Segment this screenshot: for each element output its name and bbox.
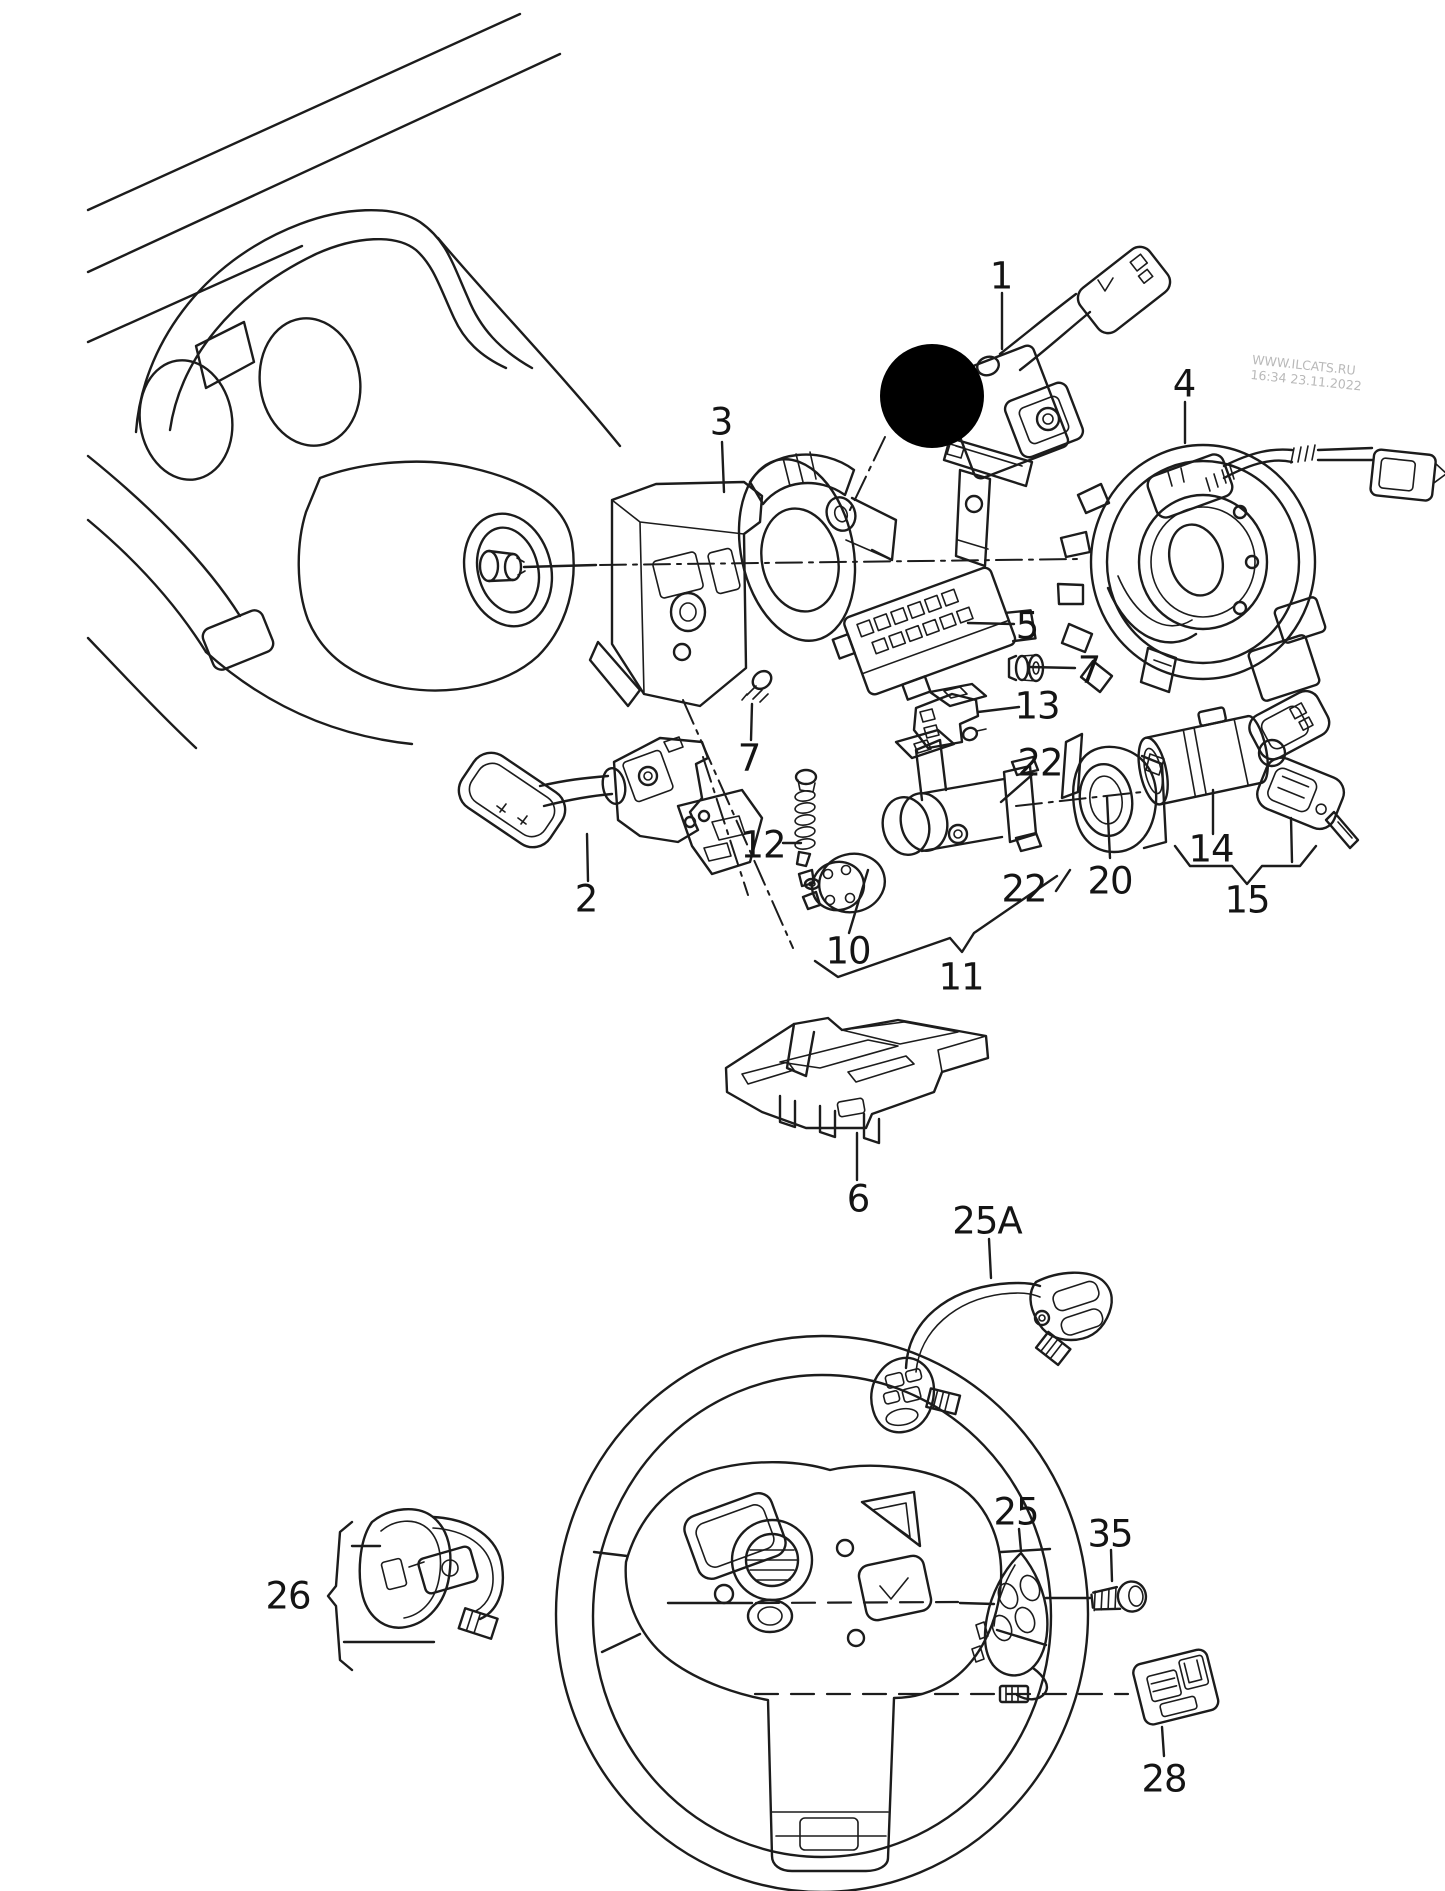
part-5-electronic-module: [831, 566, 1037, 701]
connector-plug: [1369, 448, 1445, 502]
part-label-22-upper[interactable]: 22: [1017, 741, 1063, 785]
part-2-wiper-switch: [457, 736, 764, 876]
part-label-4[interactable]: 4: [1172, 362, 1197, 406]
vent: [194, 320, 256, 390]
part-label-12[interactable]: 12: [740, 823, 786, 867]
part-15-keys: [1248, 689, 1360, 850]
part-28-connector: [1132, 1648, 1220, 1726]
part-label-7-right[interactable]: 7: [1077, 648, 1102, 692]
part-35-screw: [1090, 1580, 1148, 1613]
part-label-7-left[interactable]: 7: [737, 736, 762, 780]
part-26-bracket: [358, 1508, 505, 1640]
part-4-clock-spring: [1056, 443, 1445, 702]
callout-leader-lines: [326, 291, 1318, 1758]
assembly-axis-lines: [599, 436, 1143, 949]
part-label-6[interactable]: 6: [846, 1177, 871, 1221]
part-label-25A[interactable]: 25A: [952, 1199, 1022, 1243]
part-label-25[interactable]: 25: [993, 1490, 1039, 1534]
part-25a-mfsw-buttons: [870, 1271, 1113, 1434]
part-label-1[interactable]: 1: [989, 254, 1014, 298]
part-label-3[interactable]: 3: [709, 400, 734, 444]
part-11-lock-housing: [881, 728, 1043, 856]
part-10-bearing-cap: [797, 852, 886, 914]
part-label-5[interactable]: 5: [1015, 604, 1040, 648]
part-1-turn-signal-switch: [880, 245, 1172, 568]
part-label-13[interactable]: 13: [1014, 684, 1060, 728]
wiring-harness: [1222, 448, 1294, 468]
blackout-dot: [880, 344, 984, 448]
part-3-switch-housing: [588, 451, 898, 708]
part-label-2[interactable]: 2: [574, 877, 599, 921]
wheel-pointer-lines: [666, 1600, 1130, 1696]
part-14-lock-cylinder: [1137, 706, 1269, 806]
part-label-35[interactable]: 35: [1087, 1512, 1133, 1556]
part-label-14[interactable]: 14: [1188, 827, 1234, 871]
part-label-22-lower[interactable]: 22: [1001, 867, 1047, 911]
part-22-clamp-lower: [1014, 831, 1043, 853]
part-label-20[interactable]: 20: [1087, 859, 1133, 903]
part-label-10[interactable]: 10: [825, 929, 871, 973]
steering-shaft-tip: [478, 549, 500, 583]
gauge-circle: [258, 317, 362, 447]
part-6-control-module: [724, 1016, 990, 1145]
part-label-11[interactable]: 11: [938, 955, 984, 999]
steering-wheel: [554, 1334, 1090, 1891]
gauge-circle: [138, 359, 234, 481]
part-label-28[interactable]: 28: [1141, 1757, 1187, 1801]
steering-column-shroud: [297, 460, 598, 692]
dashboard-sketch: [86, 12, 622, 750]
part-label-15[interactable]: 15: [1224, 878, 1270, 922]
part-label-26[interactable]: 26: [265, 1574, 311, 1618]
part-7-screw-left: [741, 669, 773, 703]
part-22-clamp-upper: [1010, 755, 1040, 777]
part-25-mfsw-module: [971, 1551, 1049, 1704]
part-20-ignition-switch: [1060, 732, 1168, 854]
